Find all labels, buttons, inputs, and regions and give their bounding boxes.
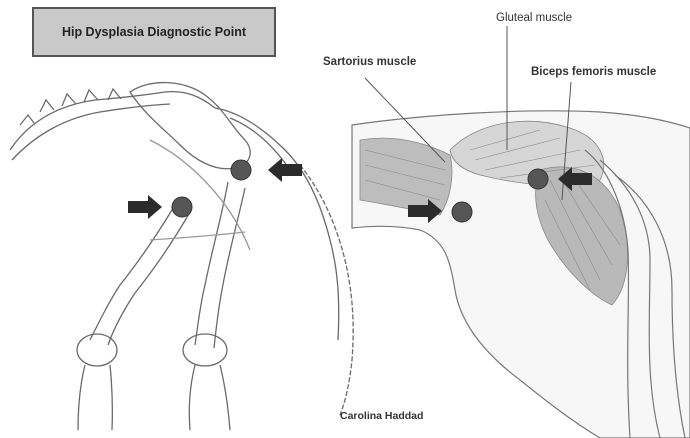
label-biceps: Biceps femoris muscle (531, 66, 656, 78)
label-sartorius: Sartorius muscle (323, 56, 416, 68)
marker-left-hip (172, 197, 192, 217)
marker-sartorius (452, 202, 472, 222)
marker-biceps (528, 169, 548, 189)
arrow-right-icon (128, 195, 162, 219)
credit: Carolina Haddad (340, 410, 423, 422)
arrow-left-icon (268, 158, 302, 182)
skeleton-drawing (10, 83, 353, 430)
label-gluteal: Gluteal muscle (496, 12, 572, 24)
diagram-title: Hip Dysplasia Diagnostic Point (62, 25, 246, 39)
title-box: Hip Dysplasia Diagnostic Point (32, 7, 276, 57)
marker-pelvis (231, 160, 251, 180)
muscle-drawing (352, 26, 690, 438)
